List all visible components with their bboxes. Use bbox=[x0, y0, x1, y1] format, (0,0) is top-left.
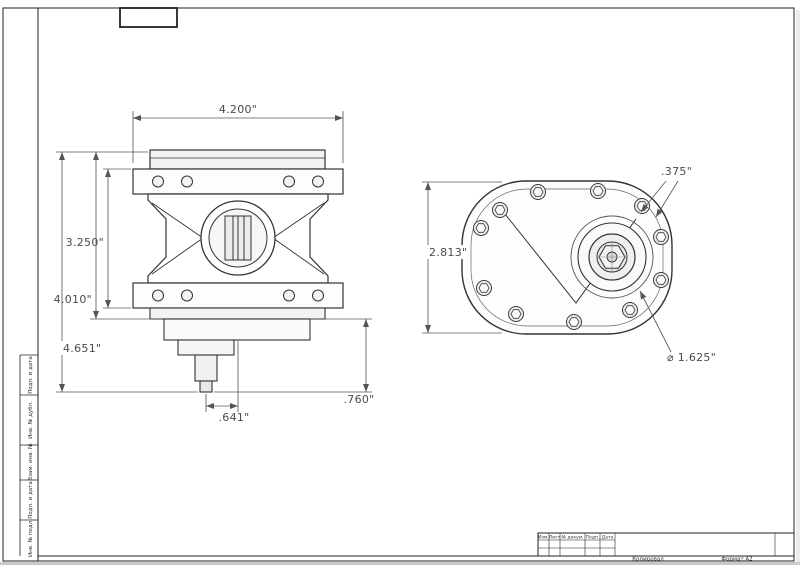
margin-label-4: Подп. и дата bbox=[28, 481, 34, 518]
side-view bbox=[132, 149, 344, 393]
footer-format-label: Формат А2 bbox=[721, 557, 752, 563]
sheet-frame bbox=[2, 7, 795, 562]
dim-label-lower-length: .760" bbox=[343, 393, 374, 406]
bolt bbox=[508, 306, 524, 322]
top-cap bbox=[149, 149, 326, 170]
bolt bbox=[530, 184, 546, 200]
bolt bbox=[653, 272, 669, 288]
bolt bbox=[492, 202, 508, 218]
front-view bbox=[461, 180, 673, 335]
dim-side-width bbox=[132, 111, 344, 163]
bolt-hole bbox=[283, 289, 295, 302]
left-margin-blocks: Подп. и дата Инв. № дубл. Взам. инв. № П… bbox=[19, 354, 38, 557]
bolt bbox=[653, 229, 669, 245]
margin-label-5: Инв. № подл. bbox=[28, 519, 34, 557]
designation-box bbox=[119, 7, 178, 28]
lower-housing bbox=[163, 318, 311, 341]
bolt-hole bbox=[152, 289, 164, 302]
bottom-cap bbox=[149, 307, 326, 320]
dim-label-hub-diameter: ⌀ 1.625" bbox=[667, 351, 716, 364]
margin-label-1: Подп. и дата bbox=[28, 356, 34, 393]
dim-label-total-height: 4.651" bbox=[63, 342, 101, 355]
dim-label-flange-height: 3.250" bbox=[66, 236, 104, 249]
bolt bbox=[476, 280, 492, 296]
footer-copied-label: Копировал bbox=[632, 557, 664, 563]
label-bg bbox=[59, 341, 99, 355]
titleblock-col-izm: Изм. bbox=[538, 535, 549, 541]
page-shadow-bottom bbox=[0, 562, 800, 565]
bolt-hole bbox=[181, 289, 193, 302]
bolt-hole bbox=[312, 289, 324, 302]
bolt-hole bbox=[312, 175, 324, 188]
rotor-vanes bbox=[224, 215, 252, 261]
lower-flange bbox=[132, 282, 344, 309]
dim-front-hub-diameter bbox=[639, 290, 672, 353]
housing-inner-line bbox=[470, 188, 664, 327]
dim-side-flange-height bbox=[103, 168, 131, 309]
dim-label-width: 4.200" bbox=[219, 103, 257, 116]
bolt bbox=[590, 183, 606, 199]
shaft-tip bbox=[199, 380, 213, 393]
margin-label-3: Взам. инв. № bbox=[28, 443, 34, 481]
titleblock-col-podp: Подп. bbox=[586, 535, 600, 541]
dim-side-lower-length bbox=[214, 318, 372, 393]
bolt-hole bbox=[152, 175, 164, 188]
bolt-hole bbox=[283, 175, 295, 188]
dim-label-body-height: 4.010" bbox=[54, 293, 92, 306]
titleblock-col-dokum: № докум. bbox=[561, 535, 583, 541]
dim-label-boss-offset: .375" bbox=[661, 165, 692, 178]
dim-front-boss-offset bbox=[640, 180, 679, 218]
margin-label-2: Инв. № дубл. bbox=[28, 401, 34, 439]
label-bg bbox=[424, 245, 468, 259]
titleblock-col-data: Дата bbox=[602, 535, 614, 541]
upper-flange bbox=[132, 168, 344, 195]
dim-label-shaft-offset: .641" bbox=[218, 411, 249, 424]
page-shadow-right bbox=[796, 10, 800, 562]
dim-label-front-height: 2.813" bbox=[429, 246, 467, 259]
shaft bbox=[194, 354, 218, 382]
title-block: Изм. Лист № докум. Подп. Дата bbox=[537, 532, 795, 557]
bolt-hole bbox=[181, 175, 193, 188]
bolt bbox=[622, 302, 638, 318]
shaft-step bbox=[177, 339, 235, 356]
titleblock-col-list: Лист bbox=[549, 535, 561, 541]
dim-side-shaft-offset bbox=[205, 341, 239, 412]
hub bbox=[570, 215, 654, 299]
bolt bbox=[566, 314, 582, 330]
dim-side-body-height bbox=[90, 152, 162, 320]
bolt bbox=[473, 220, 489, 236]
